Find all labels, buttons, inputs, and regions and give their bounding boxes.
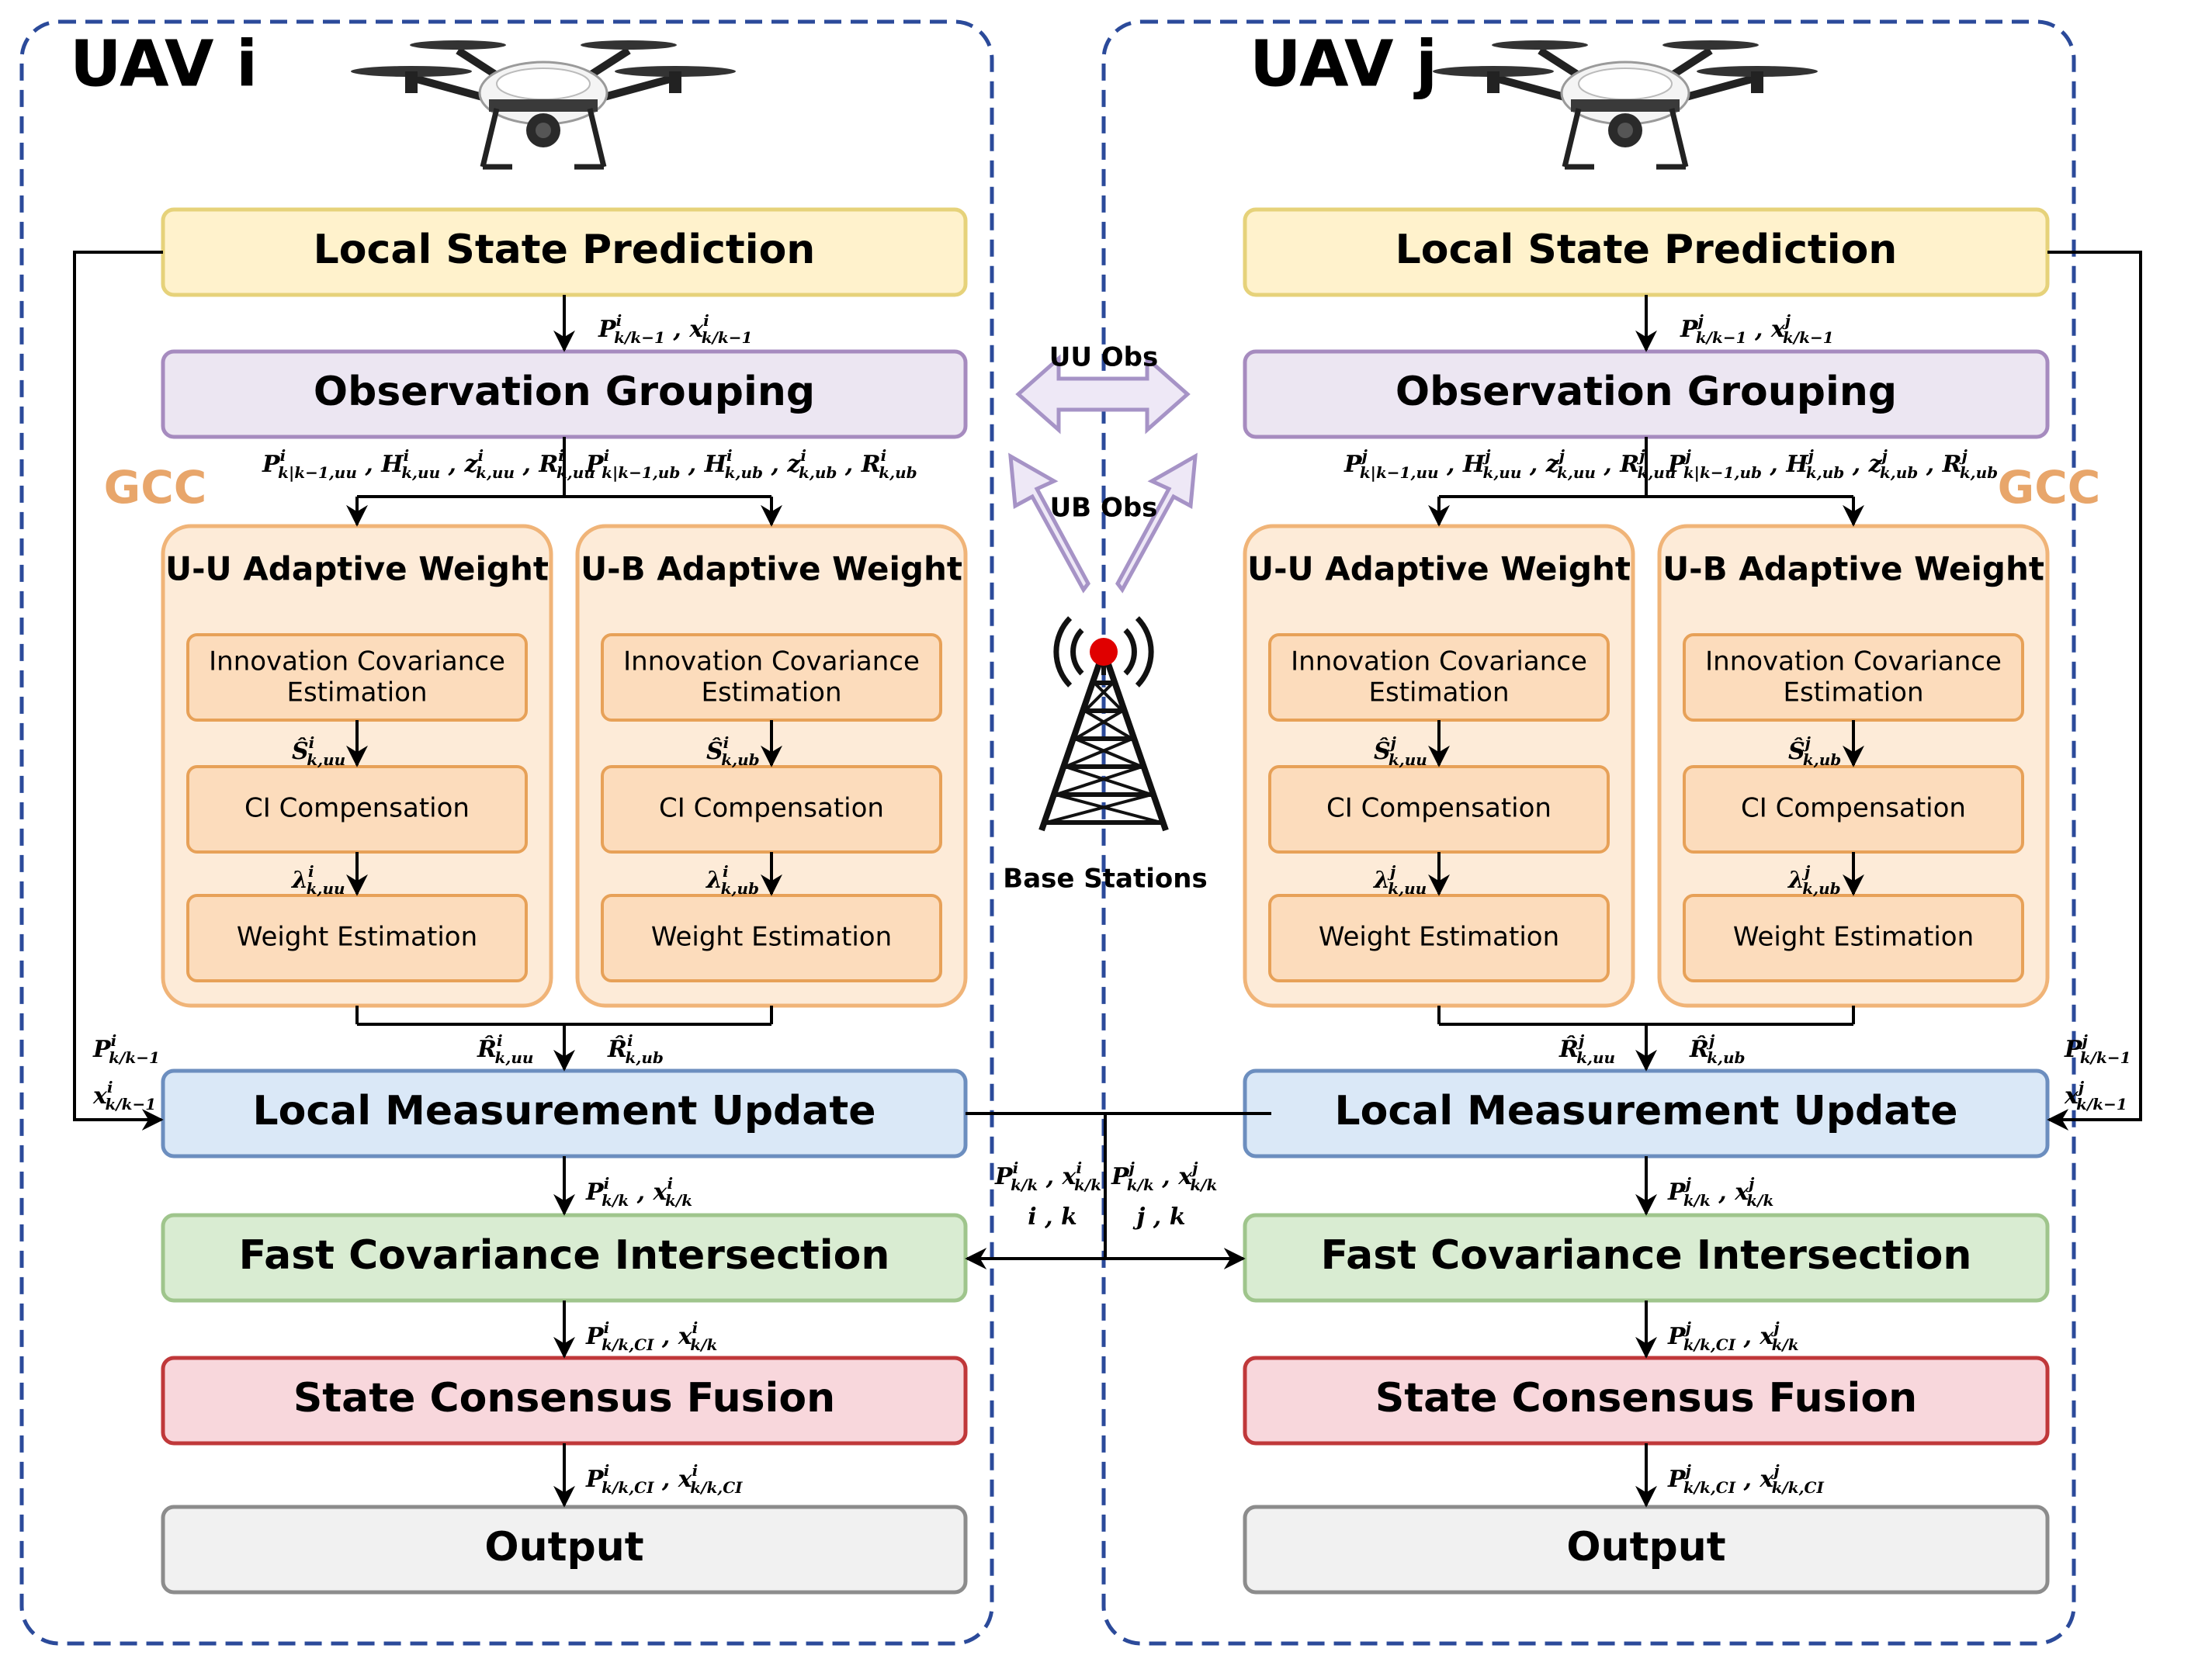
exchange-i-subscript: i , k	[1028, 1204, 1077, 1231]
uu-obs-label: UU Obs	[1049, 342, 1159, 373]
uu-adaptive-weight-label: U-U Adaptive Weight	[165, 550, 549, 588]
base-station-tower-icon	[1038, 616, 1169, 832]
gcc-label: GCC	[1998, 461, 2101, 514]
feedback-prediction-to-update	[2047, 251, 2142, 1131]
output-label: Output	[484, 1524, 643, 1571]
innovation-covariance-label-line1: Innovation Covariance	[1705, 646, 2002, 677]
ci-compensation-label: CI Compensation	[1741, 793, 1966, 824]
innovation-covariance-label-line2: Estimation	[701, 677, 841, 708]
local-measurement-update-label: Local Measurement Update	[252, 1088, 875, 1134]
drone-icon	[1433, 40, 1818, 167]
gcc-label: GCC	[104, 461, 207, 514]
innovation-covariance-label-line2: Estimation	[286, 677, 427, 708]
feedback-prediction-to-update	[73, 251, 164, 1131]
ub-adaptive-weight-label: U-B Adaptive Weight	[1662, 550, 2044, 588]
innovation-covariance-label-line2: Estimation	[1368, 677, 1509, 708]
weight-estimation-label: Weight Estimation	[237, 922, 477, 953]
weight-estimation-label: Weight Estimation	[651, 922, 892, 953]
weight-estimation-label: Weight Estimation	[1733, 922, 1974, 953]
innovation-covariance-label-line1: Innovation Covariance	[1291, 646, 1587, 677]
state-consensus-fusion-label: State Consensus Fusion	[293, 1375, 835, 1422]
ci-compensation-label: CI Compensation	[659, 793, 884, 824]
uav-title: UAV j	[1250, 27, 1437, 101]
panel-border	[1101, 19, 2076, 1646]
ub-obs-arrow-left	[1008, 452, 1090, 594]
ci-compensation-label: CI Compensation	[1326, 793, 1552, 824]
drone-icon	[351, 40, 736, 167]
weight-estimation-label: Weight Estimation	[1319, 922, 1559, 953]
ub-obs-arrow-right	[1115, 452, 1198, 594]
innovation-covariance-label-line1: Innovation Covariance	[623, 646, 920, 677]
local-measurement-update-label: Local Measurement Update	[1334, 1088, 1957, 1134]
ub-adaptive-weight-label: U-B Adaptive Weight	[581, 550, 962, 588]
local-state-prediction-label: Local State Prediction	[314, 227, 816, 273]
fast-covariance-intersection-label: Fast Covariance Intersection	[239, 1232, 890, 1279]
observation-grouping-label: Observation Grouping	[1396, 369, 1897, 415]
base-stations-label: Base Stations	[1003, 864, 1207, 895]
innovation-covariance-label-line1: Innovation Covariance	[209, 646, 505, 677]
state-consensus-fusion-label: State Consensus Fusion	[1375, 1375, 1917, 1422]
ub-obs-label: UB Obs	[1050, 493, 1158, 524]
fast-covariance-intersection-label: Fast Covariance Intersection	[1321, 1232, 1972, 1279]
ci-compensation-label: CI Compensation	[244, 793, 470, 824]
uu-obs-double-arrow	[1015, 354, 1191, 435]
exchange-j-subscript: j , k	[1133, 1204, 1186, 1231]
panel-border	[19, 19, 994, 1646]
innovation-covariance-label-line2: Estimation	[1783, 677, 1923, 708]
uav-title: UAV i	[70, 27, 258, 101]
local-state-prediction-label: Local State Prediction	[1396, 227, 1898, 273]
observation-grouping-label: Observation Grouping	[314, 369, 815, 415]
output-label: Output	[1566, 1524, 1725, 1571]
uu-adaptive-weight-label: U-U Adaptive Weight	[1247, 550, 1631, 588]
